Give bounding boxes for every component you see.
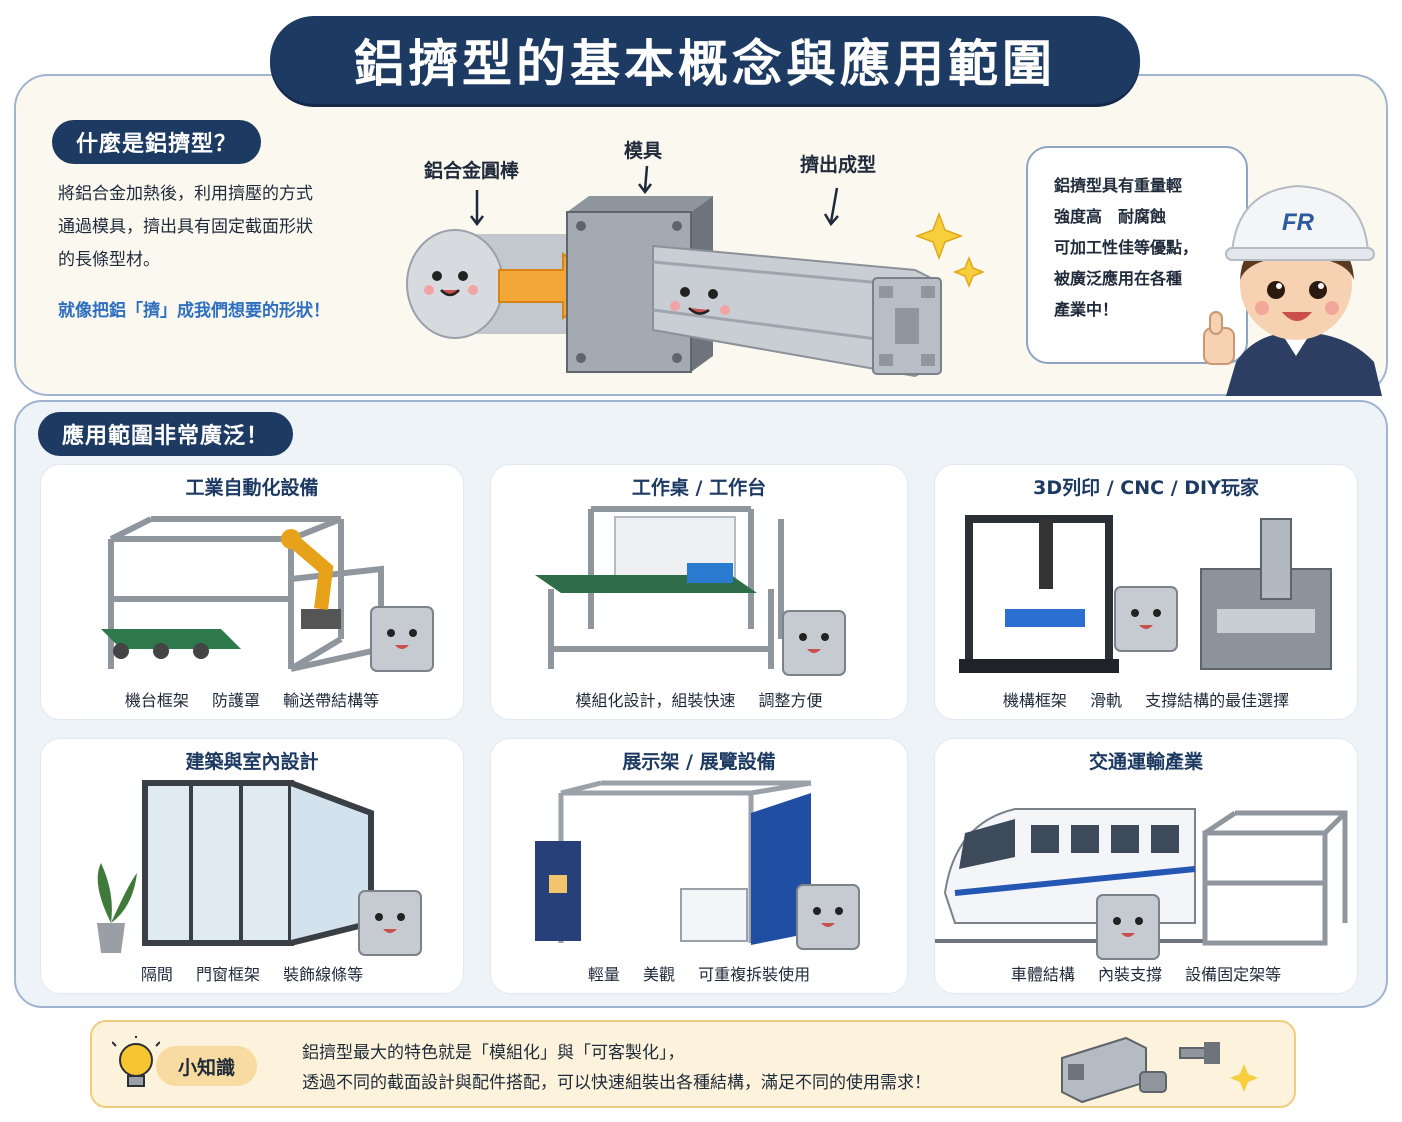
extrusion-process-illustration: [406, 165, 986, 378]
caption-item: 設備固定架等: [1185, 965, 1282, 984]
exhibition-booth-illustration: [535, 780, 860, 950]
tip-line: 透過不同的截面設計與配件搭配，可以快速組裝出各種結構，滿足不同的使用需求！: [302, 1073, 931, 1093]
lightbulb-icon: [112, 1036, 160, 1087]
caption-item: 支撐結構的最佳選擇: [1145, 691, 1290, 710]
extrude-label: 擠出成型: [800, 154, 877, 176]
intro-pill: 什麼是鋁擠型？: [52, 120, 262, 164]
workbench-illustration: [535, 506, 846, 676]
sparkle-icon: [914, 211, 986, 289]
applications-pill: 應用範圍非常廣泛！: [38, 412, 294, 456]
card-title: 3D列印 / CNC / DIY玩家: [1033, 477, 1259, 499]
machine-frame-illustration: [101, 516, 434, 672]
intro-highlight: 就像把鋁「擠」成我們想要的形狀！: [58, 301, 330, 321]
card-workbench: 工作桌 / 工作台 模組化設計，組裝快速 調整方便: [490, 464, 908, 720]
page-title: 鋁擠型的基本概念與應用範圍: [270, 16, 1140, 104]
caption-item: 輸送帶結構等: [283, 691, 380, 710]
printer-cnc-illustration: [959, 515, 1332, 673]
caption-item: 內裝支撐: [1097, 965, 1162, 984]
caption-item: 機台框架: [124, 691, 189, 710]
train-illustration: [935, 808, 1348, 960]
3d-printer-icon: [959, 515, 1119, 673]
tip-line: 鋁擠型最大的特色就是「模組化」與「可客製化」，: [302, 1043, 685, 1063]
speech-line: 被廣泛應用在各種: [1054, 269, 1183, 288]
tip-text: 鋁擠型最大的特色就是「模組化」與「可客製化」， 透過不同的截面設計與配件搭配，可…: [302, 1038, 931, 1098]
profile-mascot-icon: [782, 610, 846, 676]
tip-label: 小知識: [156, 1046, 258, 1086]
helmet-logo: FR: [1282, 209, 1315, 236]
caption-item: 機構框架: [1002, 691, 1067, 710]
train-icon: [935, 808, 1205, 943]
intro-line: 通過模具，擠出具有固定截面形狀: [58, 217, 313, 237]
profile-mascot-icon: [1114, 586, 1178, 652]
equipment-frame-icon: [1202, 810, 1348, 946]
intro-line: 將鋁合金加熱後，利用擠壓的方式: [58, 184, 313, 204]
card-industrial-automation: 工業自動化設備 機台框架 防護罩 輸送帶結構等: [40, 464, 464, 720]
engineer-mascot: FR: [1203, 184, 1382, 396]
caption-item: 滑軌: [1089, 691, 1122, 710]
card-caption: 隔間 門窗框架 裝飾線條等: [41, 961, 463, 985]
die-label: 模具: [624, 140, 663, 162]
card-caption: 機台框架 防護罩 輸送帶結構等: [41, 687, 463, 711]
tip-box: 小知識 鋁擠型最大的特色就是「模組化」與「可客製化」， 透過不同的截面設計與配件…: [90, 1020, 1296, 1108]
profile-mascot-icon: [1096, 894, 1160, 960]
card-caption: 輕量 美觀 可重複拆裝使用: [491, 961, 907, 985]
card-title: 建築與室內設計: [185, 751, 319, 773]
caption-item: 裝飾線條等: [283, 965, 364, 984]
billet-label: 鋁合金圓棒: [424, 160, 520, 182]
caption-item: 門窗框架: [195, 965, 260, 984]
card-transportation: 交通運輸產業 車體結構 內裝支撐 設備固定架等: [934, 738, 1358, 994]
card-caption: 模組化設計，組裝快速 調整方便: [491, 687, 907, 711]
glass-partition-illustration: [97, 780, 422, 956]
caption-item: 隔間: [140, 965, 173, 984]
card-caption: 機構框架 滑軌 支撐結構的最佳選擇: [935, 687, 1357, 711]
profile-parts-icon: [1061, 1036, 1258, 1104]
profile-mascot-icon: [370, 606, 434, 672]
extruded-profile: [652, 244, 942, 378]
speech-bubble: 鋁擠型具有重量輕 強度高 耐腐蝕 可加工性佳等優點， 被廣泛應用在各種 產業中！: [1026, 146, 1248, 364]
caption-item: 防護罩: [211, 691, 260, 710]
caption-item: 模組化設計，組裝快速: [575, 691, 736, 710]
caption-item: 車體結構: [1010, 965, 1075, 984]
card-title: 工作桌 / 工作台: [631, 477, 767, 499]
card-3d-printing-cnc: 3D列印 / CNC / DIY玩家 機構框架 滑軌 支撐結構的最佳選擇: [934, 464, 1358, 720]
caption-item: 調整方便: [758, 691, 823, 710]
intro-description: 將鋁合金加熱後，利用擠壓的方式 通過模具，擠出具有固定截面形狀 的長條型材。: [58, 178, 388, 277]
speech-line: 產業中！: [1054, 300, 1119, 319]
card-architecture: 建築與室內設計 隔間 門窗框架 裝飾線條等: [40, 738, 464, 994]
card-title: 交通運輸產業: [1088, 751, 1203, 773]
caption-item: 美觀: [642, 965, 675, 984]
speech-line: 強度高 耐腐蝕: [1054, 207, 1167, 226]
potted-plant-icon: [97, 863, 137, 953]
caption-item: 輕量: [587, 965, 620, 984]
card-caption: 車體結構 內裝支撐 設備固定架等: [935, 961, 1357, 985]
card-exhibition: 展示架 / 展覽設備 輕量 美觀 可重複拆裝使用: [490, 738, 908, 994]
card-title: 工業自動化設備: [185, 477, 319, 499]
card-title: 展示架 / 展覽設備: [622, 751, 776, 773]
caption-item: 可重複拆裝使用: [698, 965, 811, 984]
cnc-machine-icon: [1200, 518, 1332, 670]
speech-line: 可加工性佳等優點，: [1054, 238, 1199, 257]
thumbs-up-icon: [1203, 311, 1235, 365]
speech-line: 鋁擠型具有重量輕: [1054, 176, 1183, 195]
profile-mascot-icon: [796, 884, 860, 950]
intro-line: 的長條型材。: [58, 250, 160, 270]
callout-arrows: [470, 165, 839, 227]
robot-arm-icon: [281, 529, 341, 629]
profile-mascot-icon: [358, 890, 422, 956]
